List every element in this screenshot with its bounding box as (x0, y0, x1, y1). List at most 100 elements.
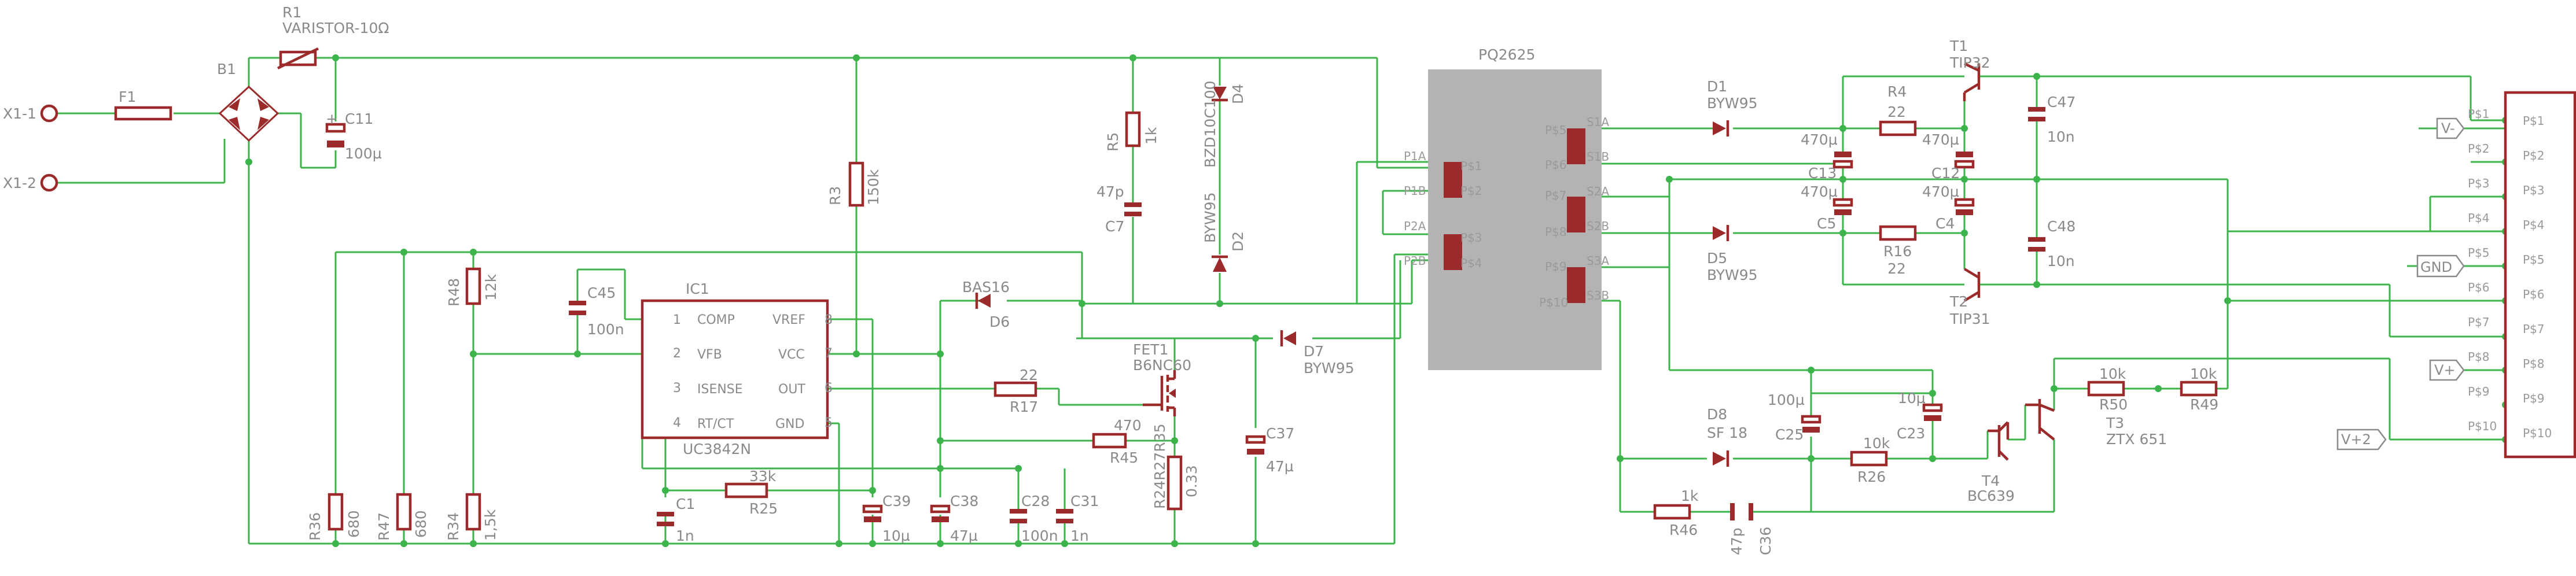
resistor-r26: 10k R26 (1850, 435, 1890, 485)
ic1-vcc: VCC (778, 348, 805, 362)
resistor-r46: 1k R46 (1653, 488, 1699, 538)
pin-s2b: S2B (1587, 219, 1609, 233)
capacitor-c13: 470µ C13 (1801, 131, 1853, 182)
x1-1-label: X1-1 (3, 105, 36, 122)
c5-value: 470µ (1801, 183, 1838, 200)
r3-label: R3 (827, 186, 844, 205)
capacitor-c47: C47 10n (2028, 94, 2075, 145)
r25-value: 33k (749, 468, 777, 485)
c48-label: C48 (2047, 218, 2075, 235)
ic1-value: UC3842N (683, 441, 751, 457)
r26-label: R26 (1857, 468, 1886, 485)
resistor-r24r27r35: R24R27R35 0.33 (1151, 423, 1200, 511)
diode-d8: D8 SF 18 (1707, 406, 1747, 467)
r3-value: 150k (865, 169, 882, 205)
diode-d5: D5 BYW95 (1707, 225, 1758, 283)
connector-pin-outer-4: P$4 (2468, 211, 2490, 225)
c39-label: C39 (882, 493, 911, 509)
r5-value: 1k (1143, 127, 1160, 145)
connector-pin-inner-2: P$2 (2523, 149, 2545, 163)
c45-value: 100n (587, 321, 624, 338)
pin-s3a: S3A (1587, 254, 1609, 268)
c13-label: C13 (1808, 165, 1837, 182)
resistor-r48: R48 12k (446, 267, 499, 307)
c37-label: C37 (1266, 425, 1294, 442)
connector-pin-inner-5: P$5 (2523, 253, 2545, 267)
r46-label: R46 (1669, 522, 1698, 538)
r47-value: 680 (413, 510, 429, 538)
pin-ps10: P$10 (1539, 296, 1568, 309)
connector-pin-outer-9: P$9 (2468, 385, 2490, 398)
d5-value: BYW95 (1707, 267, 1758, 283)
c12-label: C12 (1931, 165, 1960, 182)
r16-label: R16 (1883, 243, 1912, 260)
transformer-pq2625: PQ2625 P1A P1B P2A P2B P$1 P$2 P$3 P$4 P… (1404, 46, 1609, 370)
b1-label: B1 (217, 61, 236, 77)
d8-value: SF 18 (1707, 424, 1747, 441)
net-vplus-text: V+ (2434, 362, 2456, 378)
t1-label: T1 (1949, 38, 1968, 54)
pin-p2b: P2B (1404, 254, 1426, 268)
capacitor-c28: C28 100n (1010, 493, 1058, 544)
r46-value: 1k (1681, 488, 1699, 504)
ic1-pin2: 2 (673, 346, 681, 361)
c45-label: C45 (587, 285, 616, 301)
capacitor-c7: 47p C7 (1096, 183, 1142, 235)
c5-label: C5 (1817, 215, 1836, 232)
pin-ps3: P$3 (1460, 231, 1482, 245)
r24-label: R24R27R35 (1151, 423, 1168, 509)
d6-type: BAS16 (962, 279, 1010, 296)
r1-label: R1 (282, 4, 301, 21)
resistor-r5: R5 1k (1105, 111, 1160, 152)
connector-pin-outer-2: P$2 (2468, 142, 2490, 156)
resistor-r34: R34 1,5k (445, 493, 499, 541)
c11-label: C11 (345, 110, 373, 127)
connector-pin-inner-9: P$9 (2523, 392, 2545, 405)
c13-value: 470µ (1801, 131, 1838, 148)
r45-label: R45 (1110, 449, 1138, 466)
t2-label: T2 (1949, 293, 1968, 310)
c28-value: 100n (1021, 527, 1058, 544)
diode-d6: BAS16 D6 (962, 279, 1010, 330)
pin-ps1: P$1 (1460, 159, 1482, 173)
connector-pin-inner-8: P$8 (2523, 357, 2545, 371)
resistor-r17: 22 R17 (993, 367, 1038, 415)
mosfet-fet1: FET1 B6NC60 (1133, 341, 1191, 416)
transistor-t1: T1 TIP32 (1949, 38, 1990, 101)
t3-value: ZTX 651 (2106, 431, 2167, 448)
c12-value: 470µ (1922, 131, 1959, 148)
diode-d1: D1 BYW95 (1707, 78, 1758, 136)
c36-value: 47p (1728, 527, 1745, 555)
t3-label: T3 (2106, 415, 2124, 431)
capacitor-c5: 470µ C5 (1801, 183, 1853, 232)
d8-label: D8 (1707, 406, 1727, 423)
t1-value: TIP32 (1949, 54, 1990, 71)
connector-pin-outer-3: P$3 (2468, 176, 2490, 190)
net-gnd-text: GND (2420, 259, 2452, 275)
r26-value: 10k (1863, 435, 1890, 452)
connector-pin-inner-3: P$3 (2523, 183, 2545, 197)
pin-ps5: P$5 (1545, 123, 1567, 137)
connector-x1-1: X1-1 (3, 104, 58, 123)
resistor-r47: R47 680 (376, 493, 429, 541)
d2-label: D2 (1230, 231, 1246, 252)
net-label-gnd: GND (2416, 254, 2465, 278)
d2-value: BYW95 (1202, 192, 1219, 243)
d7-label: D7 (1304, 343, 1324, 360)
t4-value: BC639 (1967, 488, 2015, 504)
net-vplus2-text: V+2 (2341, 431, 2371, 448)
capacitor-c4: 470µ C4 (1922, 183, 1975, 232)
wires (53, 57, 2505, 545)
t4-label: T4 (1981, 472, 2000, 489)
transistor-t4: T4 BC639 (1967, 421, 2015, 504)
r50-value: 10k (2099, 365, 2126, 382)
c38-value: 47µ (950, 527, 978, 544)
r17-value: 22 (1020, 367, 1038, 383)
capacitor-c45: C45 100n (569, 285, 624, 338)
c47-label: C47 (2047, 94, 2075, 110)
zener-diode-d4: BZD10C100 D4 (1202, 80, 1246, 168)
pin-p1b: P1B (1404, 184, 1426, 198)
c1-value: 1n (676, 527, 694, 544)
connector-pin-outer-8: P$8 (2468, 350, 2490, 364)
net-label-vplus2: V+2 (2336, 429, 2387, 451)
